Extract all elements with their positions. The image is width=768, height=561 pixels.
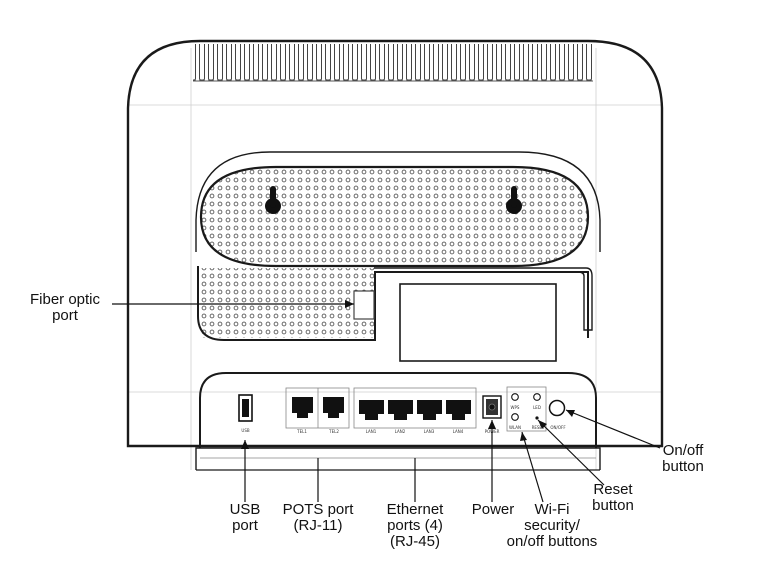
- callout-on-off-button: On/off button: [662, 442, 704, 475]
- label-plate: [399, 283, 557, 362]
- lan1-panel-label: LAN1: [366, 429, 377, 434]
- rj45-port-3: [417, 400, 442, 420]
- fiber-optic-port: [353, 290, 375, 320]
- rj11-port-1: [292, 397, 313, 418]
- rj11-port-2: [323, 397, 344, 418]
- callout-wifi-buttons: Wi-Fi security/ on/off buttons: [506, 501, 598, 550]
- lan3-panel-label: LAN3: [424, 429, 435, 434]
- callout-fiber-optic-port: Fiber optic port: [29, 291, 101, 324]
- usb-port: [238, 394, 253, 422]
- port-bay: [199, 372, 597, 448]
- perforated-area-lower: [201, 268, 375, 338]
- ethernet-port-group: [353, 387, 477, 429]
- mounting-keyhole-right: [506, 186, 522, 214]
- tel2-panel-label: TEL2: [328, 429, 339, 434]
- callout-reset-button: Reset button: [592, 481, 634, 514]
- wps-panel-label: WPS: [511, 405, 520, 410]
- rj45-port-4: [446, 400, 471, 420]
- tel1-panel-label: TEL1: [296, 429, 307, 434]
- reset-panel-label: RESET: [532, 425, 545, 430]
- on-off-button: [548, 399, 566, 417]
- perforated-plate: [199, 165, 590, 268]
- ventilation-grille: [193, 44, 593, 81]
- usb-panel-label: USB: [241, 428, 249, 433]
- callout-leader-lines: [112, 303, 661, 503]
- callout-usb-port: USB port: [229, 501, 261, 534]
- callout-pots-port: POTS port (RJ-11): [282, 501, 354, 534]
- wifi-button-group: [506, 386, 547, 432]
- rj45-port-2: [388, 400, 413, 420]
- lan2-panel-label: LAN2: [395, 429, 406, 434]
- led-button: [533, 393, 541, 401]
- rj45-port-1: [359, 400, 384, 420]
- wlan-panel-label: WLAN: [509, 425, 521, 430]
- callout-ethernet-ports: Ethernet ports (4) (RJ-45): [386, 501, 444, 550]
- router-body-outline: [126, 39, 664, 448]
- mounting-keyhole-left: [265, 186, 281, 214]
- reset-button: [535, 416, 539, 420]
- power-jack: [482, 395, 502, 419]
- lan4-panel-label: LAN4: [453, 429, 464, 434]
- wps-button: [511, 393, 519, 401]
- callout-arrowheads: [241, 300, 575, 449]
- wlan-button: [511, 413, 519, 421]
- led-panel-label: LED: [533, 405, 541, 410]
- pots-port-group: [285, 387, 350, 429]
- callout-power: Power: [471, 501, 515, 518]
- onoff-panel-label: ON/OFF: [550, 425, 566, 430]
